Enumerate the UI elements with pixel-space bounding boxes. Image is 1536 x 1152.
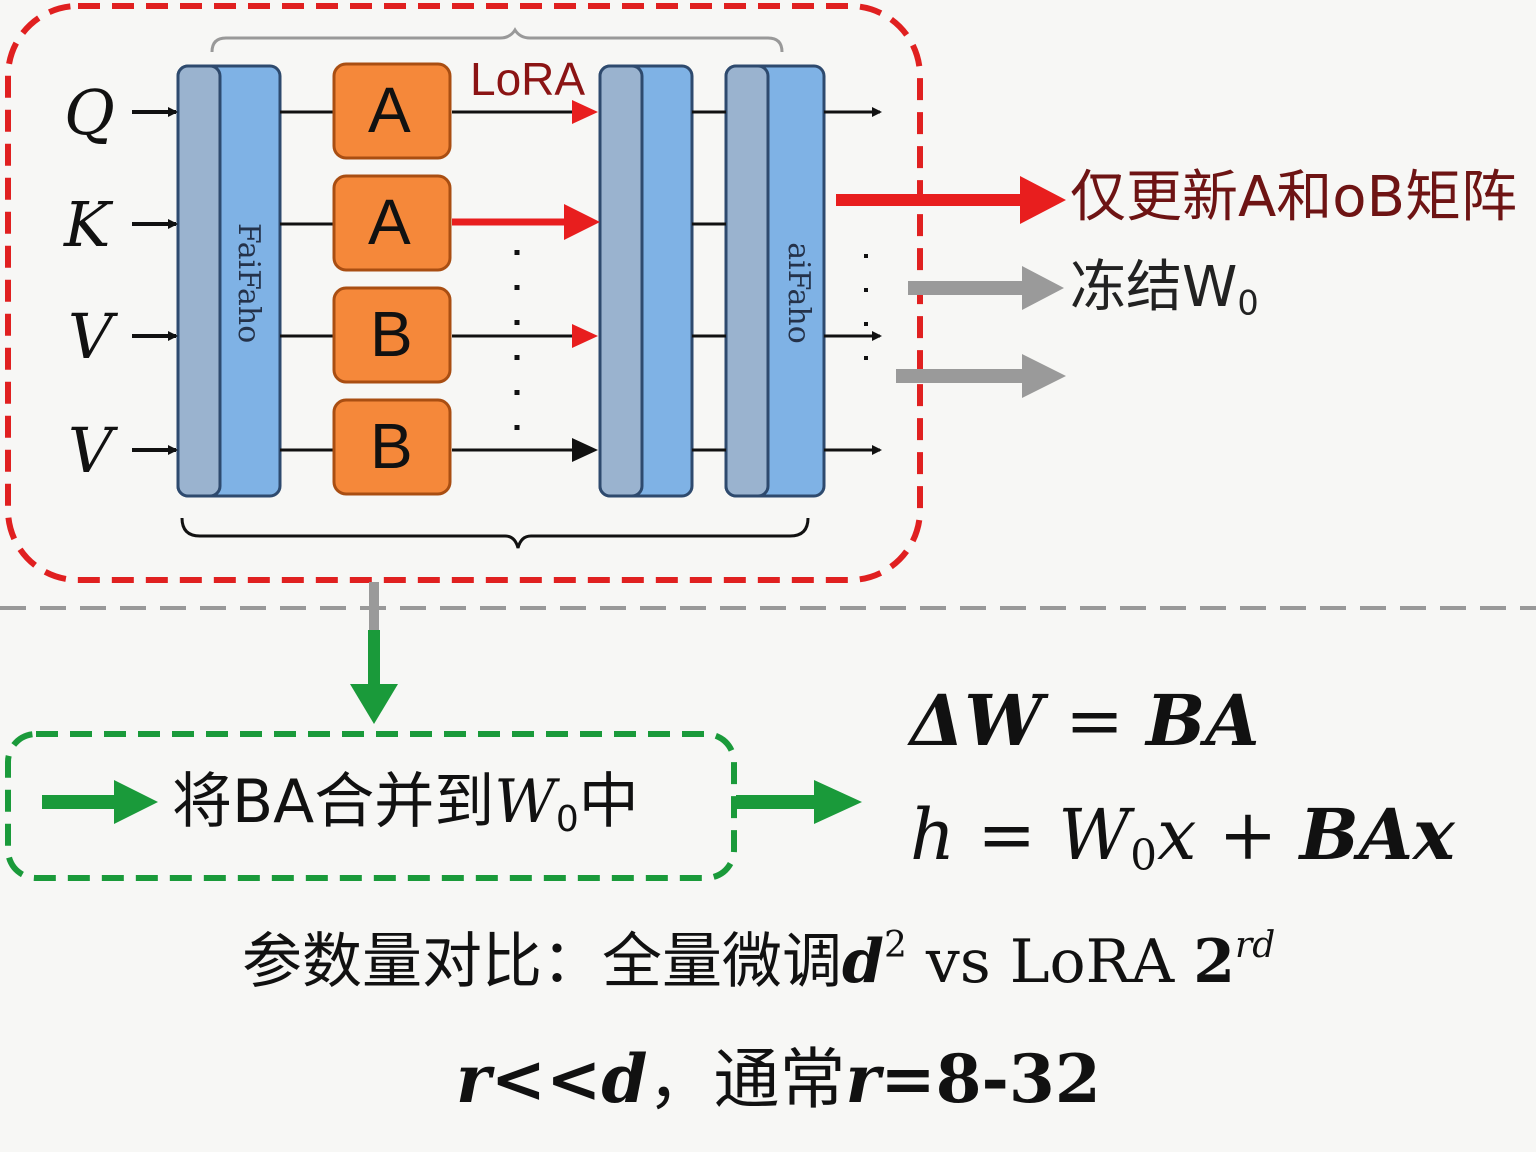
bottom-brace (180, 517, 810, 549)
merge-note-prefix: 将BA合并到 (172, 767, 495, 837)
lora-box-a1 (332, 62, 452, 160)
freeze-note-subscript: 0 (1237, 283, 1259, 323)
param-compare-lora-num: 2 (1193, 927, 1235, 998)
input-label-v2: V (68, 414, 113, 487)
formula-delta-w-lhs: ΔW (910, 679, 1043, 762)
lora-box-b1 (332, 286, 452, 384)
lora-box-a2 (332, 174, 452, 272)
input-label-v1: V (68, 300, 113, 373)
param-compare-lora-sup: rd (1235, 925, 1276, 966)
param-compare: 参数量对比：全量微调d2 vs LoRA 2rd (242, 925, 1276, 993)
param-compare-vs: vs LoRA (906, 927, 1194, 998)
formula-h-subscript: 0 (1130, 830, 1157, 880)
top-bracket (210, 27, 784, 53)
input-label-q: Q (64, 76, 115, 149)
param-compare-prefix: 参数量对比：全量微调 (242, 927, 842, 998)
formula-h-lhs: h (910, 794, 956, 876)
formula-h-bax: BAx (1299, 793, 1455, 876)
lora-box-b1-label: B (370, 298, 413, 370)
rank-note-cond: r<<d (456, 1040, 648, 1118)
formula-h-plus: + (1196, 794, 1300, 876)
param-compare-full-sup: 2 (883, 925, 907, 966)
formula-delta-w-rhs: BA (1146, 679, 1260, 762)
merge-box-frame (5, 731, 737, 881)
rank-note: r<<d，通常r=8-32 (456, 1046, 1101, 1113)
merge-note: 将BA合并到W0中 (172, 772, 639, 838)
freeze-note-text: 冻结W (1070, 255, 1238, 320)
update-arrowhead (1020, 176, 1066, 224)
formula-h: h = W0x + BAx (910, 800, 1455, 877)
update-note: 仅更新A和oB矩阵 (1070, 165, 1517, 230)
lora-out-arrowhead-3 (572, 324, 598, 348)
lora-box-b2 (332, 398, 452, 496)
lora-box-a2-label: A (368, 186, 411, 258)
lora-out-arrowhead-2 (564, 204, 600, 240)
lora-box-a1-label: A (368, 74, 411, 146)
freeze-arrowhead-1 (1022, 266, 1064, 310)
lora-label: LoRA (470, 53, 586, 105)
right-block-text: aiFaho (781, 242, 816, 344)
param-compare-full: d (842, 927, 884, 998)
rank-note-sep: ，通常 (647, 1041, 846, 1118)
left-weight-block (176, 64, 282, 498)
middle-weight-block (598, 64, 694, 498)
formula-h-x: x (1156, 794, 1197, 876)
lora-out-arrowhead-1 (572, 100, 598, 124)
merge-note-subscript: 0 (555, 799, 579, 840)
lora-box-b2-label: B (370, 410, 413, 482)
merge-down-arrowhead (350, 684, 398, 724)
merge-out-arrowhead (814, 780, 862, 824)
rank-note-r: r (845, 1040, 881, 1118)
freeze-arrowhead-2 (1022, 354, 1066, 398)
formula-delta-w: ΔW = BA (910, 686, 1260, 757)
formula-delta-w-eq: = (1042, 680, 1147, 762)
input-label-k: K (64, 188, 111, 261)
formula-h-w: W (1058, 794, 1131, 876)
merge-note-w: W (494, 767, 556, 837)
merge-note-suffix: 中 (578, 767, 639, 837)
lora-out-arrowhead-4 (572, 438, 598, 462)
rank-note-eq: =8-32 (880, 1040, 1101, 1118)
formula-h-eq: = (955, 794, 1059, 876)
freeze-note: 冻结W0 (1070, 260, 1259, 320)
merge-in-arrowhead (114, 780, 158, 824)
left-block-text: FaiFaho (231, 223, 266, 344)
right-weight-block (724, 64, 826, 498)
